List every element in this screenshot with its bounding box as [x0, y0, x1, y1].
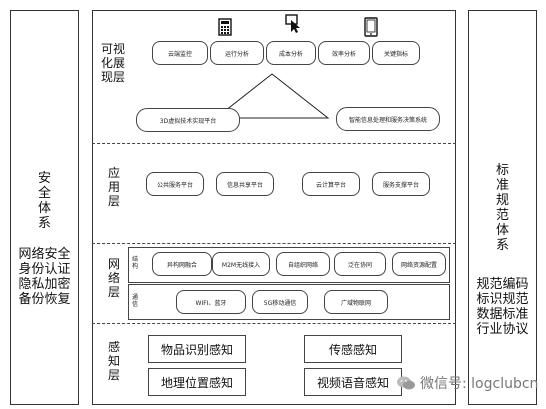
app-platform: 公共服务平台 [146, 172, 204, 196]
wechat-watermark: 微信号: logclubcn [396, 373, 538, 393]
network-communication-item: 5G移动通信 [252, 290, 308, 314]
visual-label-row: 现层 [96, 70, 130, 84]
structure-label-char: 构 [131, 263, 138, 270]
security-title-char: 安 [37, 171, 51, 186]
layer-separator [92, 243, 456, 244]
network-structure-item: 自组织网络 [276, 252, 330, 276]
visual-label-char: 视 [113, 42, 126, 56]
perception-item: 视频语音感知 [304, 368, 402, 396]
perception-label-char: 层 [107, 368, 120, 382]
security-item: 身份认证 [18, 262, 71, 277]
application-layer-label: 应 用 层 [104, 166, 124, 208]
standards-item: 数据标准 [476, 307, 529, 322]
network-communication-group [128, 284, 450, 320]
network-structure-item: M2M无线接入 [212, 252, 270, 276]
visualization-layer-label: 可视 化展 现层 [96, 42, 130, 84]
app-label-char: 应 [107, 166, 120, 180]
network-structure-group [128, 247, 450, 283]
visual-top-item: 运行分析 [210, 41, 264, 65]
perception-item: 传感感知 [304, 335, 402, 363]
app-label-char: 用 [107, 180, 120, 194]
standards-title-char: 准 [495, 178, 509, 193]
visual-label-char: 可 [100, 42, 113, 56]
security-title-char: 体 [37, 201, 51, 216]
perception-layer-label: 感 知 层 [104, 340, 124, 382]
visual-label-char: 现 [100, 70, 113, 84]
security-system-panel: 安 全 体 系 网络安全 身份认证 隐私加密 备份恢复 [10, 10, 79, 405]
perception-item: 地理位置感知 [148, 368, 246, 396]
layer-separator [92, 143, 456, 144]
network-layer-label: 网 络 层 [104, 257, 124, 299]
standards-items: 规范编码 标识规范 数据标准 行业协议 [469, 277, 536, 337]
security-items: 网络安全 身份认证 隐私加密 备份恢复 [11, 247, 78, 307]
layer-separator [92, 323, 456, 324]
visual-top-item: 云端监控 [152, 41, 208, 65]
communication-label: 通 信 [131, 294, 139, 308]
communication-label-char: 通 [131, 294, 138, 301]
network-structure-item: 网络资源配置 [392, 252, 446, 276]
cursor-icon [285, 14, 300, 33]
standards-system-title: 标 准 规 范 体 系 [469, 163, 536, 253]
security-item: 备份恢复 [18, 292, 71, 307]
security-system-title: 安 全 体 系 [11, 171, 78, 231]
security-item: 隐私加密 [18, 277, 71, 292]
network-structure-item: 异构网融合 [152, 252, 212, 276]
app-platform: 信息共享平台 [216, 172, 274, 196]
intelligent-decision-system: 智能信息处理和服务决策系统 [336, 107, 440, 131]
calculator-icon [218, 18, 232, 36]
visual-top-item: 关键指标 [372, 41, 420, 65]
standards-item: 行业协议 [476, 322, 529, 337]
network-structure-item: 泛在协同 [334, 252, 386, 276]
app-platform: 服务支撑平台 [372, 172, 430, 196]
standards-title-char: 系 [495, 238, 509, 253]
visual-top-item: 成本分析 [266, 41, 316, 65]
security-title-char: 全 [37, 186, 51, 201]
watermark-text: 微信号: logclubcn [420, 376, 539, 392]
standards-title-char: 标 [495, 163, 509, 178]
standards-item: 规范编码 [476, 277, 529, 292]
app-label-char: 层 [107, 194, 120, 208]
standards-item: 标识规范 [476, 292, 529, 307]
net-label-char: 层 [107, 285, 120, 299]
net-label-char: 网 [107, 257, 120, 271]
visual-top-item: 效率分析 [318, 41, 370, 65]
tablet-icon [364, 17, 378, 37]
visual-label-char: 层 [113, 70, 126, 84]
standards-title-char: 体 [495, 223, 509, 238]
standards-title-char: 规 [495, 193, 509, 208]
visual-label-row: 化展 [96, 56, 130, 70]
visual-label-row: 可视 [96, 42, 130, 56]
network-communication-item: 广域物联网 [324, 290, 388, 314]
network-communication-item: WIFI、蓝牙 [176, 290, 246, 314]
perception-item: 物品识别感知 [148, 335, 246, 363]
security-item: 网络安全 [18, 247, 71, 262]
standards-title-char: 范 [495, 208, 509, 223]
architecture-main-frame [92, 10, 456, 405]
perception-label-char: 感 [107, 340, 120, 354]
app-platform: 云计算平台 [302, 172, 360, 196]
perception-label-char: 知 [107, 354, 120, 368]
security-title-char: 系 [37, 216, 51, 231]
visual-label-char: 化 [100, 56, 113, 70]
3d-virtual-platform: 3D虚拟技术实现平台 [136, 108, 240, 132]
standards-system-panel: 标 准 规 范 体 系 规范编码 标识规范 数据标准 行业协议 [468, 10, 537, 405]
wechat-icon [397, 376, 415, 390]
triangle-connector [214, 73, 330, 119]
structure-label: 结 构 [131, 256, 139, 270]
structure-label-char: 结 [131, 256, 138, 263]
net-label-char: 络 [107, 271, 120, 285]
communication-label-char: 信 [131, 301, 138, 308]
visual-label-char: 展 [113, 56, 126, 70]
